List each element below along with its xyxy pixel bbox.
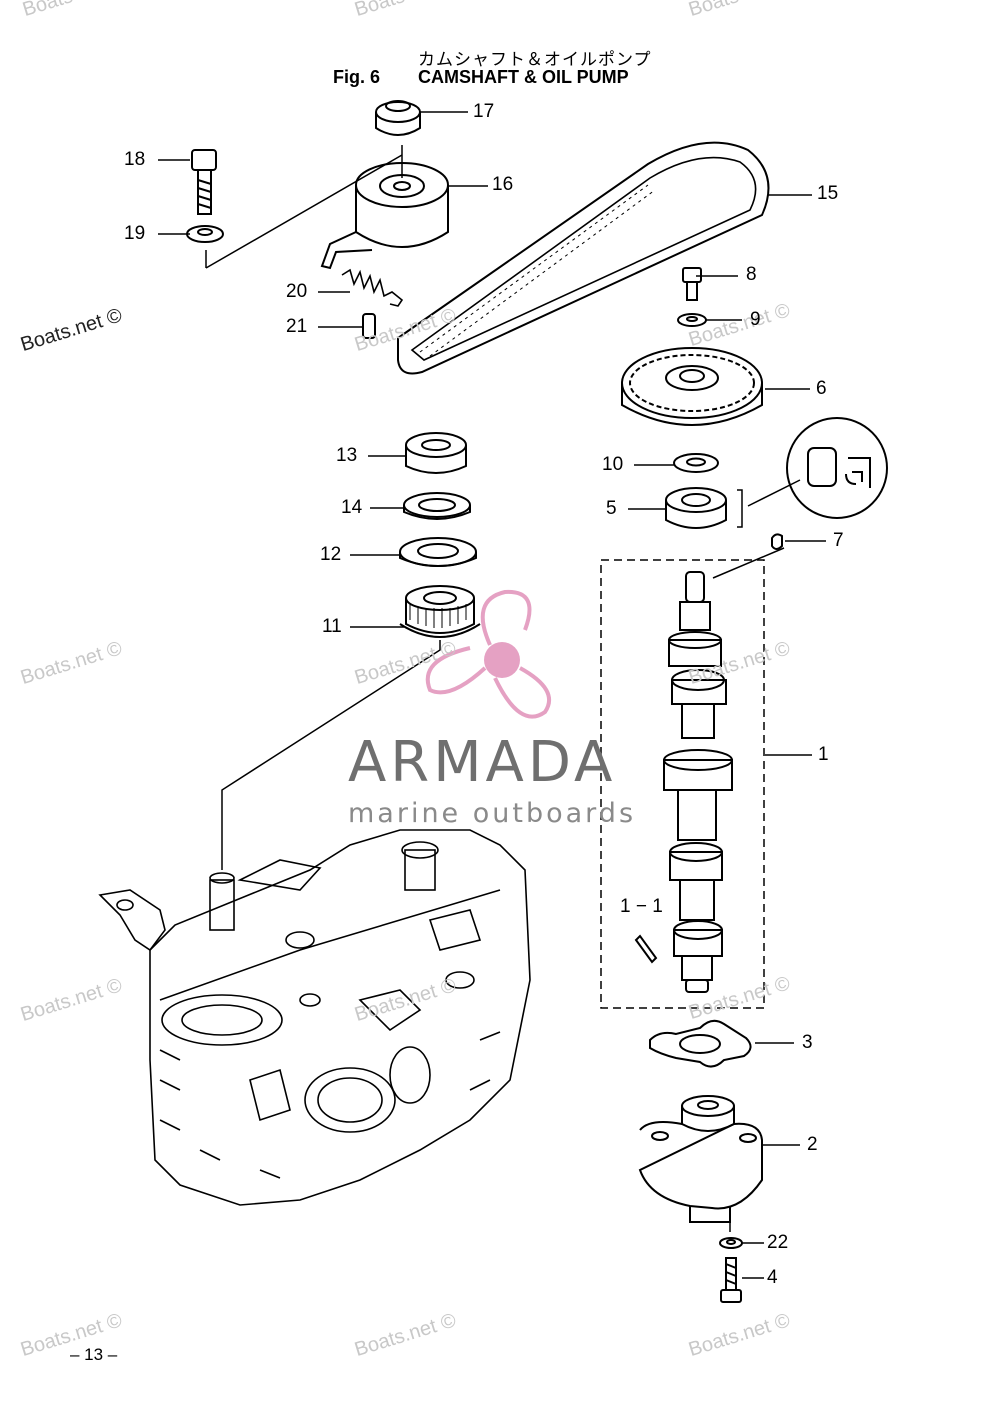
part-15-timing-belt (397, 141, 770, 375)
callout-8: 8 (746, 264, 757, 285)
part-21-pin (362, 313, 376, 339)
part-10-washer (673, 453, 719, 473)
part-14-lock-washer (403, 492, 471, 520)
brand-tagline: marine outboards (348, 798, 637, 829)
callout-14: 14 (341, 497, 363, 518)
camshaft-assembly-box (600, 559, 765, 1009)
part-17-cap (375, 100, 421, 136)
part-9-washer (677, 313, 707, 327)
part-16-tensioner (320, 162, 449, 270)
part-22-washer (719, 1237, 743, 1249)
callout-6: 6 (816, 378, 827, 399)
callout-18: 18 (124, 149, 146, 170)
part-1-camshaft (663, 571, 733, 993)
callout-3: 3 (802, 1032, 813, 1053)
armada-logo-icon (425, 589, 551, 719)
leader-lines (158, 111, 826, 1279)
callout-1: 1 (818, 744, 829, 765)
callout-20: 20 (286, 281, 308, 302)
part-13-nut (405, 432, 467, 474)
part-3-gasket (649, 1019, 752, 1068)
part-20-spring (341, 268, 404, 307)
title-japanese: カムシャフト＆オイルポンプ (418, 50, 652, 70)
callout-7: 7 (833, 530, 844, 551)
part-2-oil-pump (638, 1095, 763, 1223)
callout-17: 17 (473, 101, 495, 122)
callout-12: 12 (320, 544, 342, 565)
callout-1-1: 1 − 1 (620, 896, 663, 917)
part-11-crank-sprocket (399, 585, 481, 638)
callout-19: 19 (124, 223, 146, 244)
part-1-1-pin (634, 934, 658, 964)
part-19-washer (186, 225, 224, 243)
callout-15: 15 (817, 183, 839, 204)
callout-11: 11 (322, 616, 342, 637)
part-8-bolt (682, 267, 702, 301)
callout-2: 2 (807, 1134, 818, 1155)
part-6-cam-sprocket (621, 347, 763, 426)
part-5-oil-seal (665, 487, 727, 529)
figure-title: CAMSHAFT & OIL PUMP (418, 67, 629, 87)
part-12-plate (399, 537, 477, 567)
callout-22: 22 (767, 1232, 789, 1253)
page-number: – 13 – (70, 1345, 118, 1364)
part-18-bolt (191, 149, 217, 215)
callout-5: 5 (606, 498, 617, 519)
part-7-key (771, 533, 783, 550)
part-4-bolt (720, 1257, 742, 1303)
detail-inset (786, 417, 888, 519)
callout-4: 4 (767, 1267, 778, 1288)
brand-name: ARMADA (348, 730, 617, 795)
callout-10: 10 (602, 454, 624, 475)
figure-label: Fig. 6 (333, 67, 381, 87)
callout-16: 16 (492, 174, 514, 195)
part-cylinder-head (98, 829, 531, 1206)
callout-21: 21 (286, 316, 308, 337)
callout-9: 9 (750, 309, 761, 330)
callout-13: 13 (336, 445, 358, 466)
